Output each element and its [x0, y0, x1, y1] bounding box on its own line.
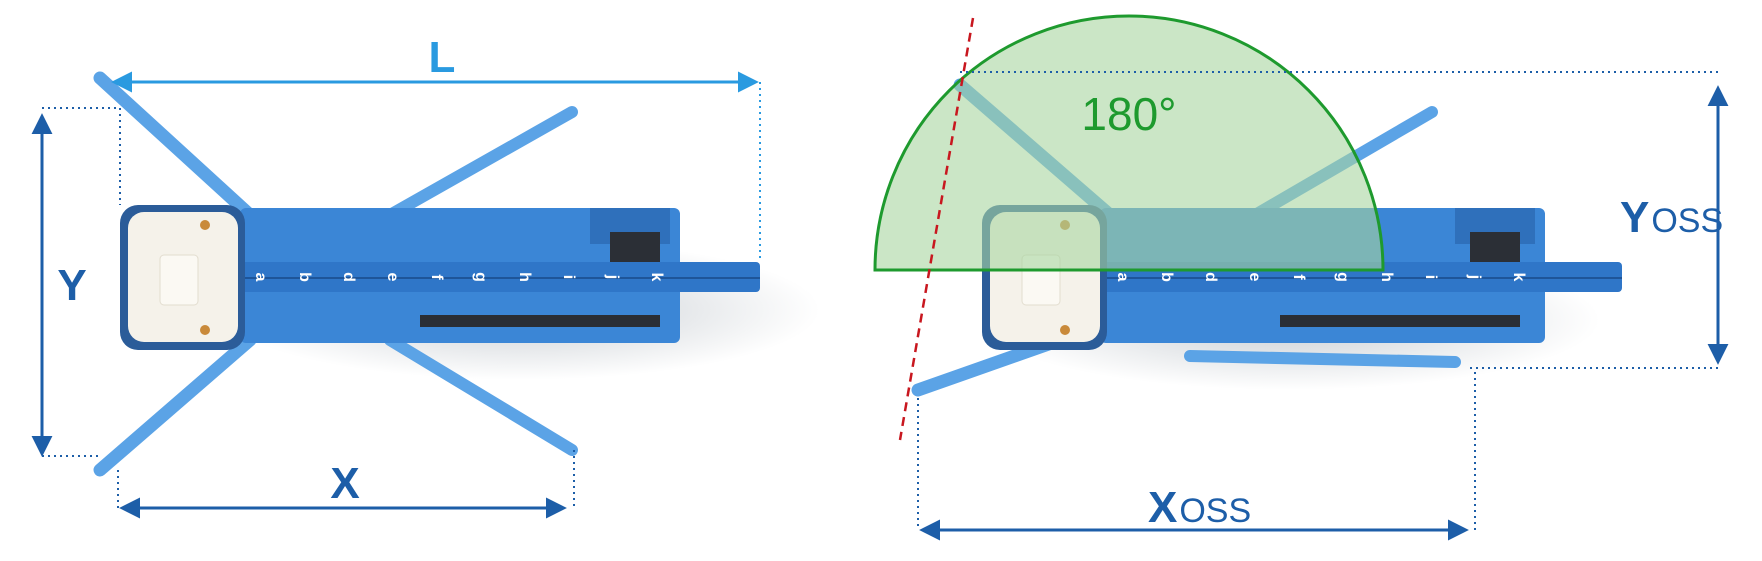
truck-pipe [420, 315, 660, 327]
outrigger-front-left [93, 71, 257, 222]
y-oss-label: YOSS [1620, 193, 1723, 242]
truck-letter: h [516, 272, 533, 282]
outrigger-rear-right [384, 334, 578, 456]
truck-letter: j [1466, 274, 1483, 279]
truck-letter: b [1158, 272, 1175, 282]
truck-letter: b [296, 272, 313, 282]
stability-limit-line [898, 17, 975, 441]
x-oss-sub: OSS [1179, 492, 1251, 530]
cab-light [200, 325, 210, 335]
truck-letter: f [1290, 274, 1307, 280]
span-label: X [330, 459, 359, 508]
truck-letter: e [1246, 273, 1263, 282]
cab-hatch [159, 254, 199, 306]
truck-letter: a [252, 273, 269, 282]
outrigger-front-right [93, 333, 257, 477]
truck-letter: d [1202, 272, 1219, 282]
truck-letter: g [1334, 272, 1351, 282]
truck-letter: i [1422, 275, 1439, 279]
width-label: Y [57, 261, 86, 310]
truck-letter: f [428, 274, 445, 280]
truck-letter: j [604, 274, 621, 279]
angle-label: 180° [1081, 88, 1176, 140]
y-oss-sub: OSS [1651, 202, 1723, 240]
truck-letter: d [340, 272, 357, 282]
truck-letter: i [560, 275, 577, 279]
right-dimensions: YOSS XOSS [917, 71, 1729, 541]
truck-letter: k [1510, 273, 1527, 282]
length-label: L [429, 33, 456, 82]
x-oss-label: XOSS [1148, 483, 1251, 532]
slewing-sector [873, 14, 1385, 272]
truck-letter: e [384, 273, 401, 282]
truck-engine-box [610, 232, 660, 264]
truck-letter: g [472, 272, 489, 282]
truck-engine-box [1470, 232, 1520, 264]
cab-light [200, 220, 210, 230]
outrigger-rear-right [1184, 350, 1461, 368]
outrigger-rear-left [384, 106, 578, 221]
truck-letter: k [648, 273, 665, 282]
truck-letter: h [1378, 272, 1395, 282]
cab-light [1060, 325, 1070, 335]
left-dimensions: L Y X [31, 33, 761, 519]
y-oss-main: Y [1620, 193, 1649, 242]
x-oss-main: X [1148, 483, 1177, 532]
truck-pipe [1280, 315, 1520, 327]
truck-letter: a [1114, 273, 1131, 282]
